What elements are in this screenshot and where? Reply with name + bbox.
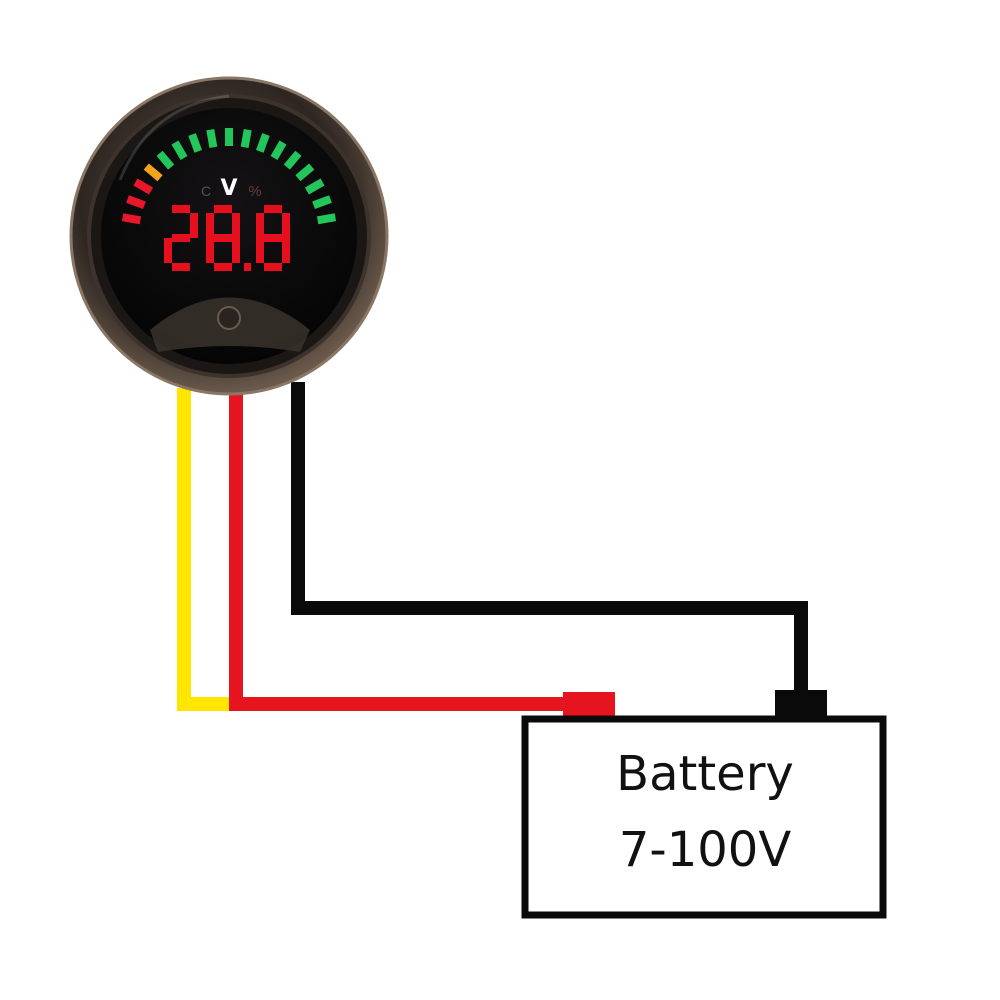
unit-percent-label: %: [248, 183, 261, 200]
digit-segment: [264, 263, 282, 271]
gauge-segment: [256, 133, 270, 153]
digit-segment: [264, 234, 282, 242]
gauge-segment: [283, 150, 302, 170]
gauge-segment: [304, 178, 325, 195]
digit-segment: [206, 213, 214, 238]
battery-body: [521, 715, 887, 919]
yellow-wire: [177, 388, 236, 711]
gauge-segment: [143, 163, 163, 182]
wires: [177, 382, 827, 716]
gauge-segment: [171, 140, 188, 161]
black-wire: [291, 382, 808, 692]
gauge-segment: [312, 195, 332, 209]
digit-segment: [256, 213, 264, 238]
gauge-segment: [133, 178, 154, 195]
digit-segment: [214, 234, 232, 242]
digit-segment: [214, 263, 232, 271]
unit-volt-label: V: [220, 176, 237, 201]
gauge-segment: [270, 140, 287, 161]
digit-readout: [164, 205, 290, 271]
digit-segment: [206, 238, 214, 263]
digit-segment: [190, 213, 198, 238]
gauge-level-segments: [121, 128, 337, 225]
gauge-segment: [295, 163, 315, 182]
gauge-segment: [126, 195, 146, 209]
battery: Battery 7-100V: [521, 715, 887, 919]
unit-celsius-label: C: [201, 183, 211, 199]
red-wire: [229, 388, 570, 711]
gauge-segment: [240, 128, 252, 149]
digit-segment: [256, 238, 264, 263]
red-wire-terminal: [563, 692, 615, 716]
battery-range: 7-100V: [619, 822, 791, 878]
digit-segment: [172, 234, 190, 242]
digit-segment: [264, 205, 282, 213]
digit-segment: [172, 263, 190, 271]
gauge-segment: [316, 213, 337, 225]
gauge-segment: [206, 128, 218, 149]
gauge-segment: [188, 133, 202, 153]
battery-title: Battery: [616, 746, 794, 802]
digit-segment: [282, 238, 290, 263]
gauge-glare: [118, 94, 230, 181]
digit-segment: [232, 213, 240, 238]
digit-segment: [282, 213, 290, 238]
digit-segment: [164, 238, 172, 263]
mode-button[interactable]: [217, 306, 241, 330]
gauge-segment: [156, 150, 175, 170]
black-wire-terminal: [775, 690, 827, 716]
decimal-point: [244, 263, 251, 271]
voltmeter-gauge: C V %: [69, 76, 389, 396]
gauge-segment: [121, 213, 142, 225]
digit-segment: [172, 205, 190, 213]
digit-segment: [214, 205, 232, 213]
digit-segment: [232, 238, 240, 263]
